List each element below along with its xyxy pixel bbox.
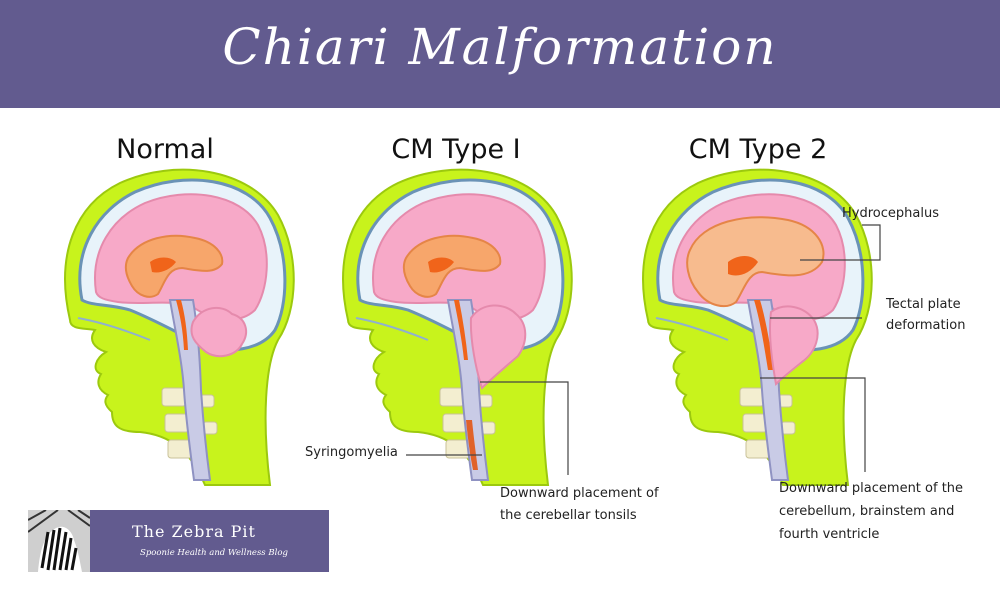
panel-title-cm-type-1: CM Type I [391,134,521,165]
tectal-plate-label-line1: Tectal plate [886,297,961,312]
normal-ventricle [124,234,224,298]
syringomyelia-label: Syringomyelia [305,445,398,460]
cm-type-1-syrinx [466,420,478,470]
normal-cerebellum [190,306,248,358]
cm-type-1-cerebellum [469,304,527,390]
hydrocephalus-label: Hydrocephalus [842,206,939,221]
tonsils-label-line1: Downward placement of [500,486,659,501]
blog-name: The Zebra Pit [132,522,256,541]
cm-type-1-third-ventricle [428,257,454,273]
normal-head-silhouette [63,168,296,487]
zebra-logo-icon [28,510,90,572]
normal-head-diagram [63,168,296,487]
tonsils-label-line2: the cerebellar tonsils [500,508,637,523]
cm-type-2-third-ventricle [728,256,758,276]
cerebellum-label-line1: Downward placement of the [779,481,964,496]
hydrocephalus-leader-line [800,224,881,261]
cm-type-2-fourth-ventricle [754,300,774,370]
cm-type-1-ventricle [402,234,502,298]
tectal-plate-label-line2: deformation [886,318,966,333]
cerebellum-label-line3: fourth ventricle [779,527,880,542]
tonsils-leader-line [480,381,569,475]
panel-title-cm-type-2: CM Type 2 [688,134,828,165]
page-title: Chiari Malformation [222,18,778,76]
normal-third-ventricle [150,257,176,273]
cm-type-1-head-diagram [341,168,574,487]
blog-tagline: Spoonie Health and Wellness Blog [140,548,288,558]
normal-aqueduct [176,300,188,350]
blog-badge[interactable]: The Zebra Pit Spoonie Health and Wellnes… [28,510,329,572]
cerebellum-label-line2: cerebellum, brainstem and [779,504,955,519]
cm-type-1-aqueduct [454,300,468,360]
panel-title-normal: Normal [116,134,214,165]
cerebellum-leader-line [760,377,866,472]
cm-type-2-head-diagram [641,168,874,487]
cm-type-2-cerebellum [768,305,819,387]
cm-type-1-head-silhouette [341,168,574,487]
title-banner: Chiari Malformation [0,0,1000,108]
